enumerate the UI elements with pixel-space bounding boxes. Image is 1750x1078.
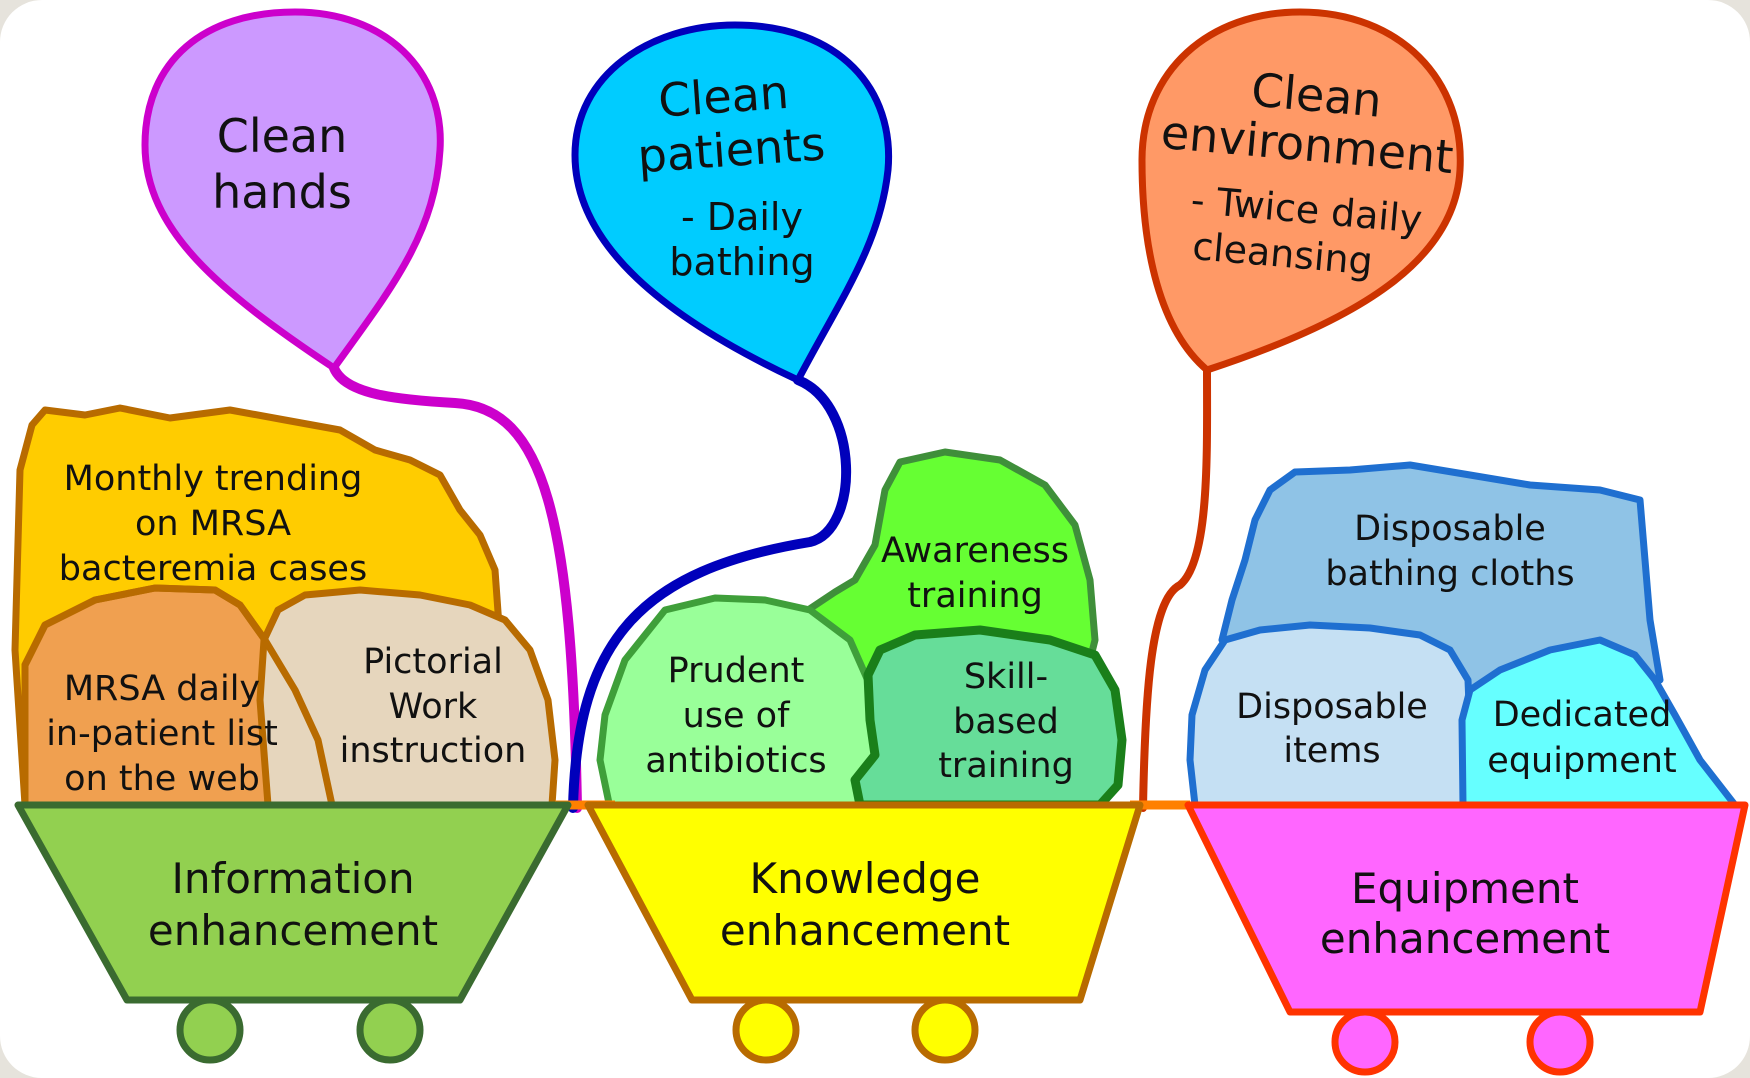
prudent-line1: Prudent (668, 651, 805, 691)
pictorial-line2: Work (389, 687, 478, 727)
equipment-cart-wheel-left (1331, 1008, 1399, 1076)
skill-line3: training (938, 746, 1074, 786)
patients-balloon-string (568, 375, 851, 813)
clean-hands-title-line2: hands (212, 165, 352, 219)
pictorial-rock (256, 586, 559, 809)
pictorial-line3: instruction (340, 731, 527, 771)
equipment-cart-line1: Equipment (1351, 864, 1579, 913)
prudent-line3: antibiotics (645, 741, 826, 781)
knowledge-cart-line1: Knowledge (750, 854, 981, 903)
knowledge-cart-wheel-left (732, 996, 800, 1064)
environment-balloon-string (1139, 366, 1212, 812)
equipment-cart (1184, 801, 1749, 1016)
clean-patients-sub-line1: - Daily (681, 195, 803, 239)
clean-patients-title-line2: patients (636, 116, 827, 183)
disposable-items-line1: Disposable (1236, 687, 1428, 727)
equipment-cart-line2: enhancement (1320, 914, 1610, 963)
dedicated-line1: Dedicated (1493, 695, 1672, 735)
prudent-line2: use of (683, 696, 790, 736)
mrsa-daily-line1: MRSA daily (64, 669, 260, 709)
dedicated-rock (1458, 636, 1739, 809)
clean-environment-title-line1: Clean (1249, 63, 1384, 128)
pictorial-line1: Pictorial (363, 642, 503, 682)
dedicated-line2: equipment (1487, 741, 1676, 781)
equipment-cart-wheel-right (1526, 1008, 1594, 1076)
clean-environment-balloon (1138, 8, 1464, 374)
awareness-line1: Awareness (881, 531, 1069, 571)
mrsa-daily-rock-outline (21, 584, 336, 806)
knowledge-cart-wheel-right (911, 996, 979, 1064)
monthly-trending-line3: bacteremia cases (59, 549, 367, 589)
monthly-trending-line1: Monthly trending (64, 459, 363, 499)
information-cart (14, 801, 572, 1004)
disposable-items-line2: items (1283, 731, 1380, 771)
information-cart-line1: Information (171, 854, 414, 903)
clean-patients-title-line1: Clean (657, 65, 791, 128)
clean-patients-sub-line2: bathing (669, 240, 814, 284)
skill-line1: Skill- (964, 657, 1048, 697)
awareness-line2: training (907, 576, 1043, 616)
clean-patients-balloon (571, 21, 893, 384)
bathing-cloths-line2: bathing cloths (1325, 554, 1574, 594)
knowledge-cart-line2: enhancement (720, 906, 1010, 955)
information-cart-wheel-left (176, 996, 244, 1064)
skill-rock (850, 625, 1127, 810)
mrsa-daily-line2: in-patient list (46, 714, 278, 754)
clean-hands-title-line1: Clean (217, 109, 348, 163)
skill-line2: based (953, 702, 1059, 742)
information-cart-wheel-right (356, 996, 424, 1064)
information-cart-line2: enhancement (148, 906, 438, 955)
hands-balloon-string (329, 363, 582, 813)
knowledge-cart (584, 801, 1144, 1004)
monthly-trending-line2: on MRSA (135, 504, 291, 544)
bathing-cloths-line1: Disposable (1354, 509, 1546, 549)
clean-hands-balloon (141, 8, 444, 372)
mrsa-daily-line3: on the web (64, 759, 260, 799)
